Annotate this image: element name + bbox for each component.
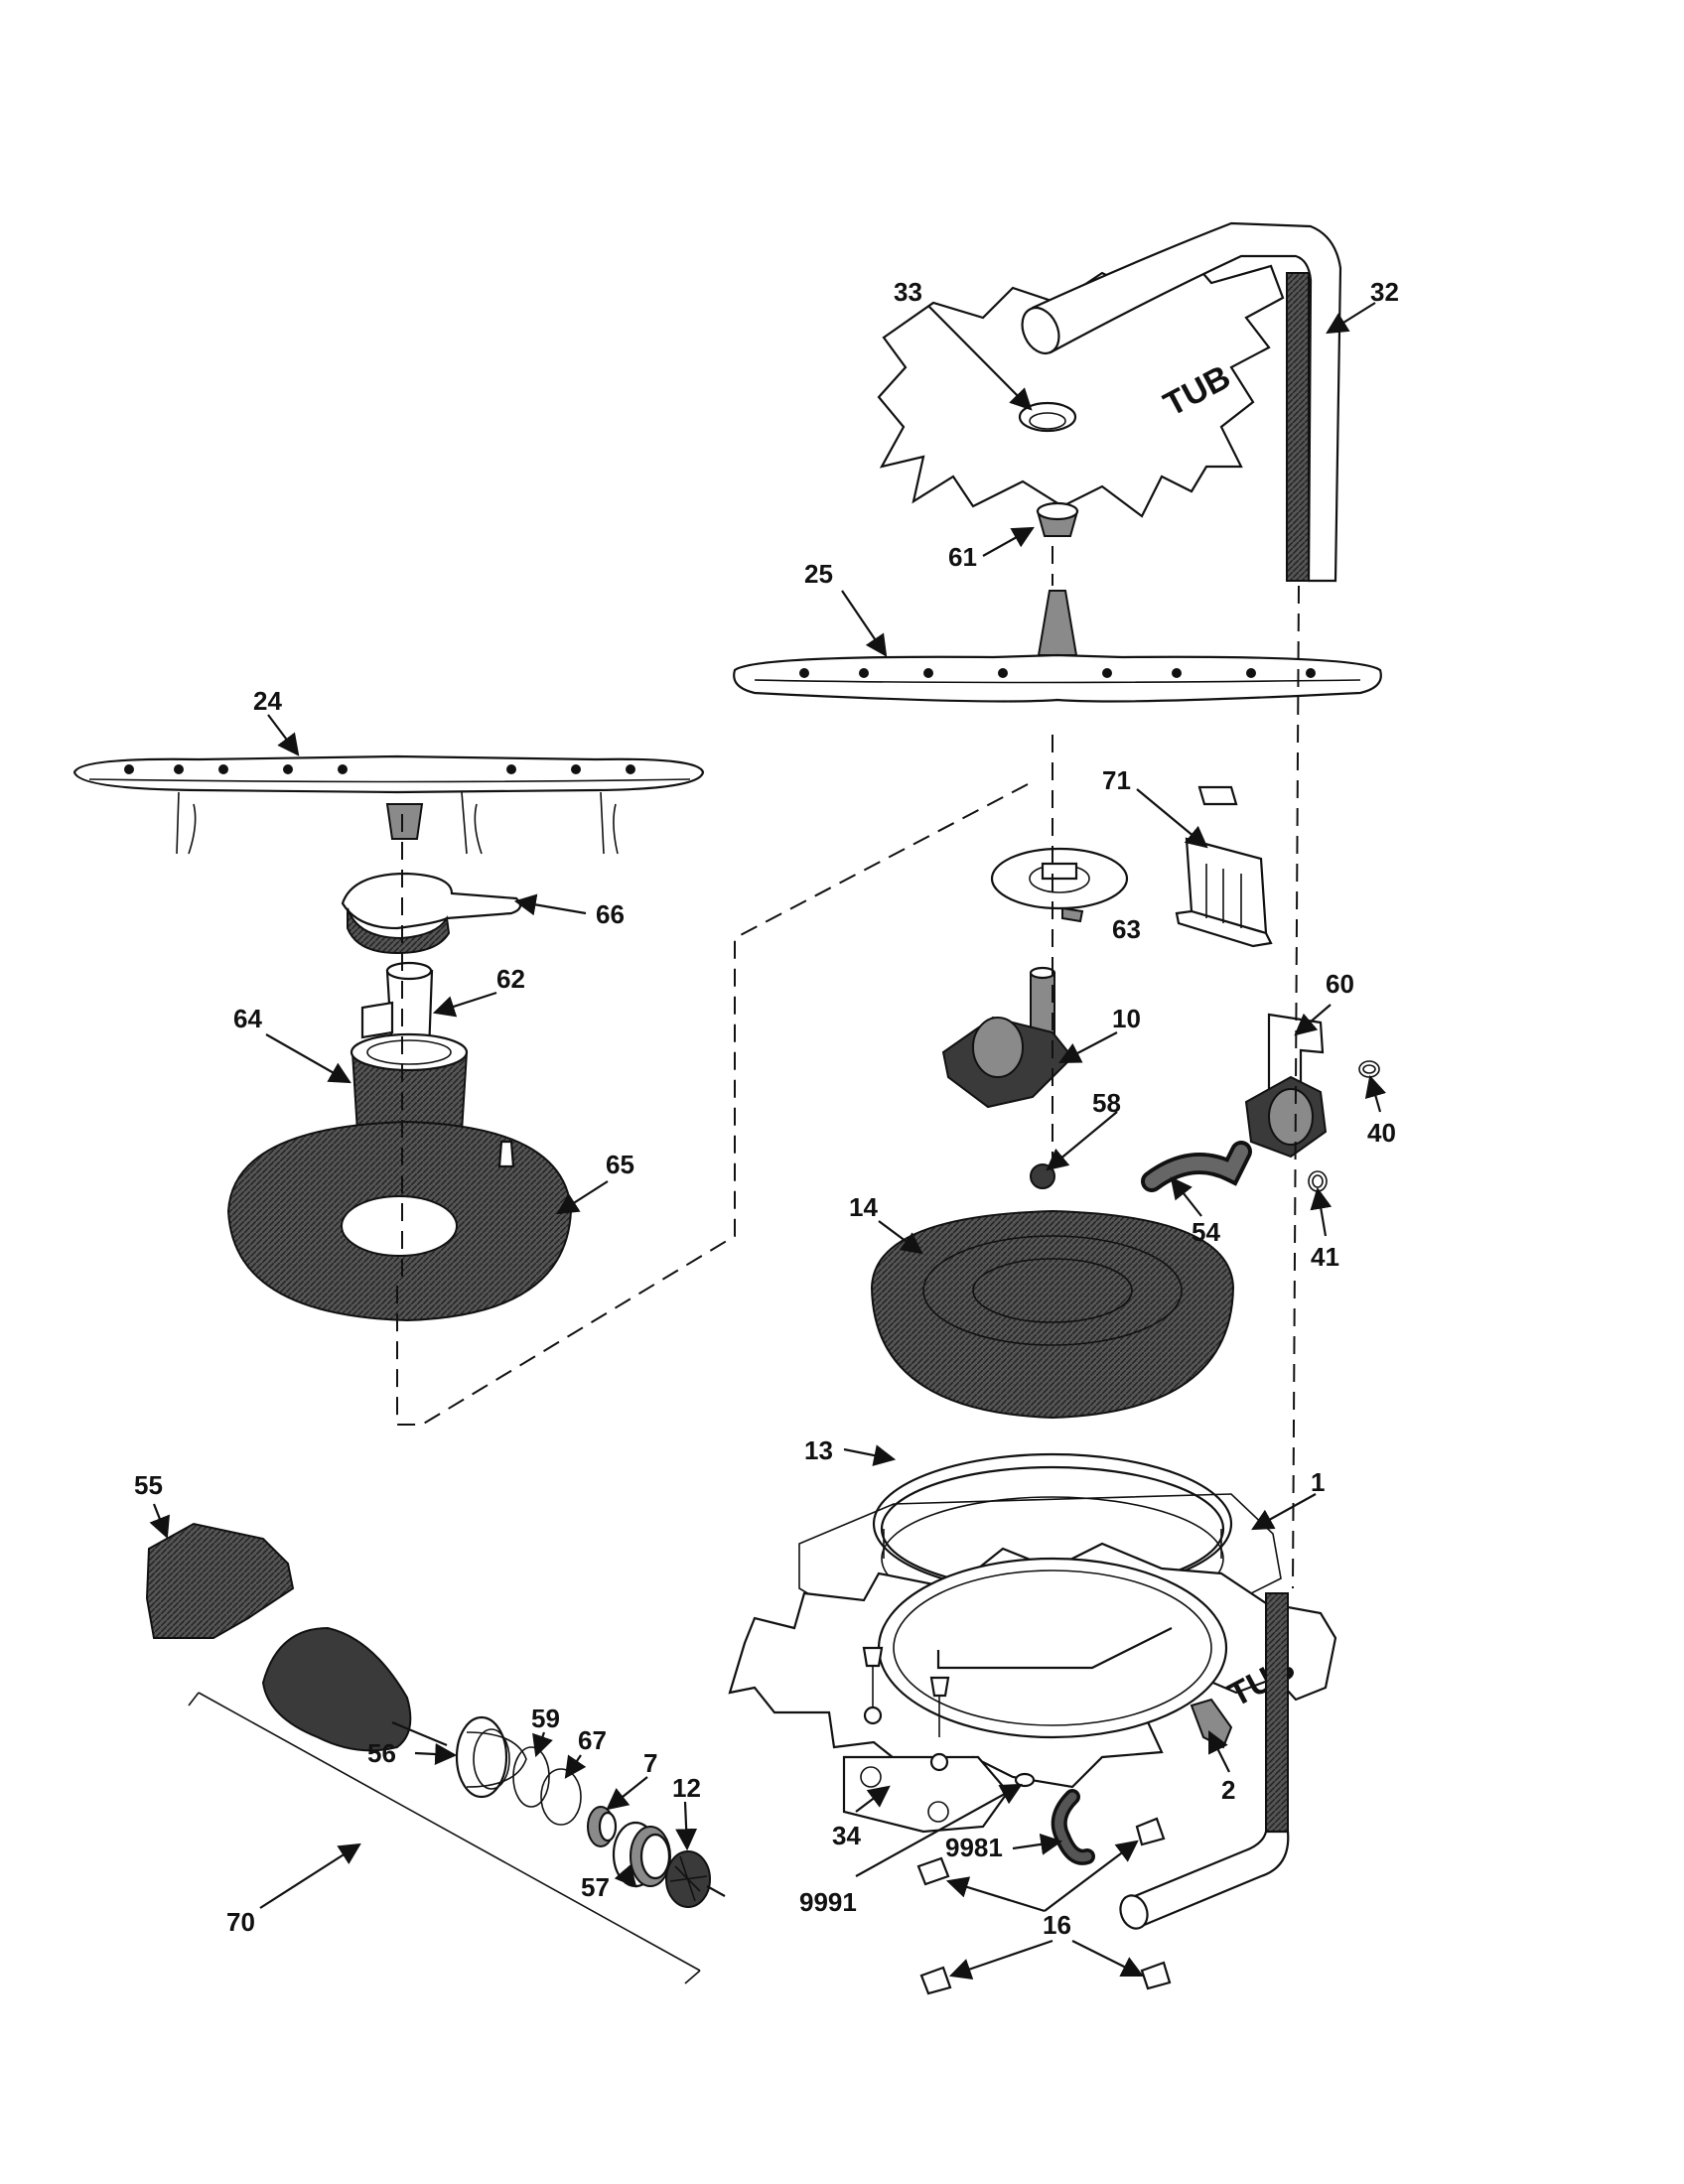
part-64-filter-cup <box>350 1032 469 1133</box>
label-41: 41 <box>1311 1242 1339 1272</box>
label-9981: 9981 <box>945 1833 1003 1862</box>
label-32: 32 <box>1370 277 1399 307</box>
label-62: 62 <box>496 964 525 994</box>
screws <box>862 1646 950 1772</box>
drain-hose <box>1119 1592 1290 1930</box>
label-70: 70 <box>226 1907 255 1937</box>
label-55: 55 <box>134 1470 163 1500</box>
part-1-sump-base: TUB <box>728 1493 1337 1789</box>
label-7: 7 <box>643 1748 657 1778</box>
part-41-clamp <box>1308 1170 1328 1192</box>
part-40-clamp <box>1358 1060 1380 1078</box>
part-12-impeller <box>665 1850 726 1908</box>
label-59: 59 <box>531 1704 560 1733</box>
label-2: 2 <box>1221 1775 1235 1805</box>
label-12: 12 <box>672 1773 701 1803</box>
part-56-seal <box>455 1715 527 1799</box>
part-10-pump-housing <box>941 966 1074 1109</box>
part-60-inlet-valve <box>1244 1013 1328 1159</box>
part-32-supply-tube <box>1021 221 1342 583</box>
label-24: 24 <box>253 686 282 716</box>
label-66: 66 <box>596 899 625 929</box>
part-59-ring <box>512 1746 550 1808</box>
part-7-seal <box>587 1806 618 1847</box>
label-25: 25 <box>804 559 833 589</box>
part-63-hub <box>990 847 1129 923</box>
part-71-bracket <box>1175 785 1273 948</box>
label-67: 67 <box>578 1725 607 1755</box>
part-25-upper-spray-arm <box>733 590 1382 703</box>
part-66-deflector <box>341 872 522 955</box>
label-14: 14 <box>849 1192 878 1222</box>
label-58: 58 <box>1092 1088 1121 1118</box>
label-71: 71 <box>1102 765 1131 795</box>
label-16: 16 <box>1043 1910 1071 1940</box>
part-34-plate <box>842 1755 1010 1834</box>
part-14-filter <box>870 1209 1235 1420</box>
upper-tub-section: TUB <box>877 258 1285 518</box>
label-10: 10 <box>1112 1004 1141 1033</box>
part-57-housing <box>612 1821 671 1888</box>
part-33-grommet <box>1018 401 1077 433</box>
part-9991-plug <box>1014 1772 1036 1788</box>
part-61-nut <box>1036 501 1079 537</box>
alignment-lines <box>396 546 1300 1589</box>
leader-lines <box>149 302 1387 1979</box>
label-54: 54 <box>1192 1217 1220 1247</box>
label-13: 13 <box>804 1435 833 1465</box>
part-16-clips <box>916 1817 1172 1995</box>
part-9981-hose <box>1051 1789 1095 1865</box>
part-62-tube <box>360 961 434 1054</box>
part-labels: 33 32 61 25 71 63 60 10 58 40 54 41 14 1… <box>134 277 1399 1940</box>
part-70-motor <box>188 1626 701 1984</box>
label-64: 64 <box>233 1004 262 1033</box>
part-54-hose <box>1141 1141 1252 1192</box>
label-60: 60 <box>1326 969 1354 999</box>
part-24-lower-spray-arm <box>72 754 705 855</box>
label-57: 57 <box>581 1872 610 1902</box>
part-65-fine-filter <box>226 1120 573 1322</box>
label-40: 40 <box>1367 1118 1396 1148</box>
part-2-clip <box>1190 1698 1233 1749</box>
part-55-motor-cover <box>145 1522 295 1639</box>
label-9991: 9991 <box>799 1887 857 1917</box>
label-65: 65 <box>606 1150 634 1179</box>
part-67-ring <box>540 1768 582 1826</box>
label-56: 56 <box>367 1738 396 1768</box>
label-63: 63 <box>1112 914 1141 944</box>
label-61: 61 <box>948 542 977 572</box>
label-33: 33 <box>894 277 922 307</box>
label-34: 34 <box>832 1821 861 1850</box>
label-1: 1 <box>1311 1467 1325 1497</box>
